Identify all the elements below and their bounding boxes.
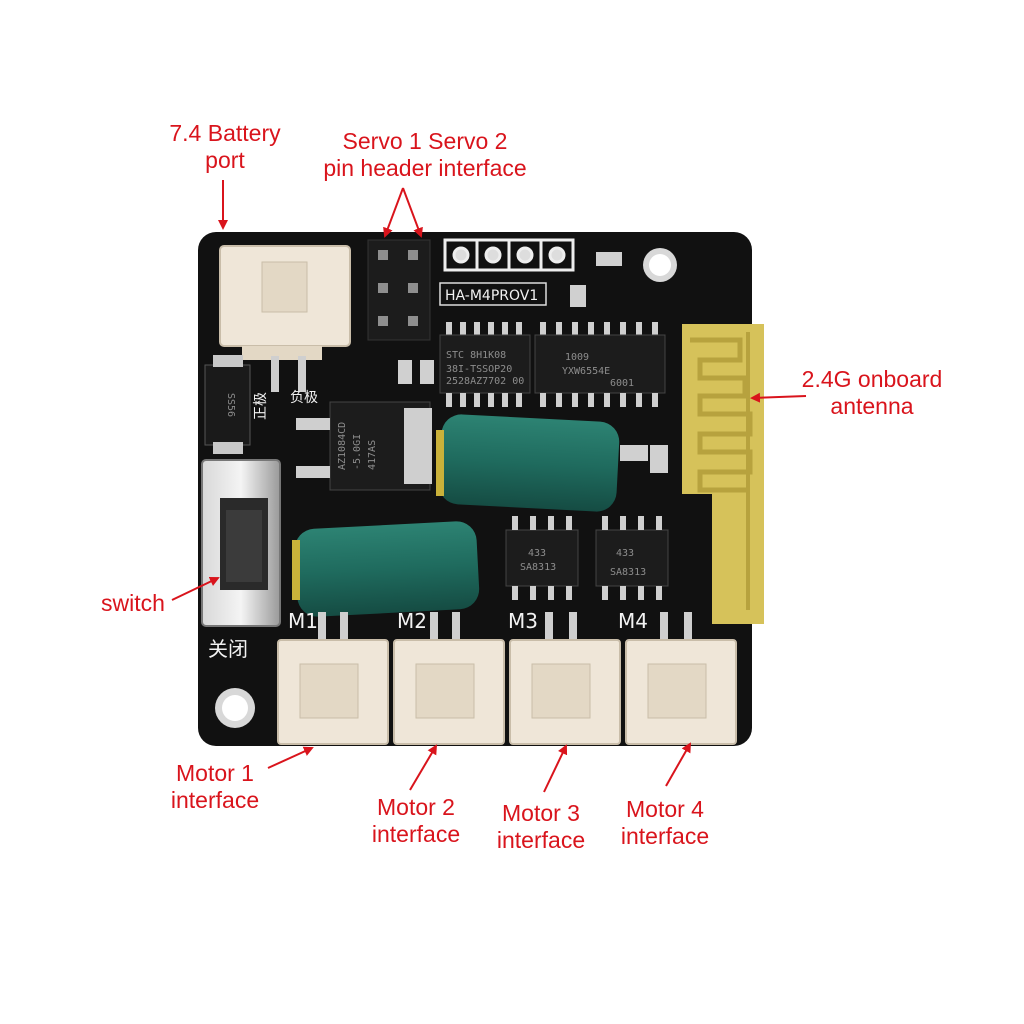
callout-motor3: Motor 3 interface — [481, 800, 601, 854]
regulator-label-3: 417AS — [367, 440, 378, 470]
motor-label-m2: M2 — [397, 609, 427, 633]
callout-battery-line2: port — [205, 147, 245, 173]
mcu-label-3: 2528AZ7702 00 — [446, 376, 524, 387]
voltage-regulator: AZ1084CD -5.0GI 417AS — [296, 401, 432, 491]
chip-pins-top — [446, 322, 658, 336]
mcu-label-2: 38I-TSSOP20 — [446, 364, 512, 375]
motor-driver-chip-2: SA8313 433 — [595, 529, 669, 587]
regulator-label-1: AZ1084CD — [337, 422, 348, 470]
callout-motor4: Motor 4 interface — [605, 796, 725, 850]
silk-positive: 正极 — [253, 392, 269, 420]
callout-motor4-line1: Motor 4 — [626, 796, 704, 822]
callout-motor2: Motor 2 interface — [356, 794, 476, 848]
motor-label-m4: M4 — [618, 609, 648, 633]
callout-battery-line1: 7.4 Battery — [169, 120, 281, 146]
diode-ss56: SS56 — [204, 355, 251, 454]
callout-servo-line1: Servo 1 Servo 2 — [342, 128, 508, 154]
arrow-motor4 — [665, 742, 691, 787]
callout-motor4-line2: interface — [620, 823, 710, 849]
arrow-servo-2 — [402, 187, 423, 238]
arrow-motor3 — [543, 744, 568, 793]
motor-driver-2-label: SA8313 — [610, 567, 646, 578]
callout-motor1-line2: interface — [170, 787, 260, 813]
callout-motor1-line1: Motor 1 — [176, 760, 254, 786]
motor-label-m1: M1 — [288, 609, 318, 633]
mcu-chip: STC 8H1K08 38I-TSSOP20 2528AZ7702 00 — [439, 334, 531, 394]
mcu-label-1: STC 8H1K08 — [446, 350, 506, 361]
callout-motor2-line1: Motor 2 — [377, 794, 455, 820]
callout-servo-header: Servo 1 Servo 2 pin header interface — [298, 128, 552, 182]
callout-motor3-line2: interface — [496, 827, 586, 853]
driver-label-1: 1009 — [565, 352, 589, 363]
callout-motor1: Motor 1 interface — [155, 760, 275, 814]
arrow-antenna — [750, 392, 807, 403]
silk-negative: 负极 — [290, 390, 318, 406]
callout-battery-port: 7.4 Battery port — [150, 120, 300, 174]
callout-antenna: 2.4G onboard antenna — [790, 366, 954, 420]
motor-connector-2 — [393, 612, 505, 745]
top-header-pads — [443, 238, 575, 272]
capacitor-upper — [436, 414, 620, 512]
callout-switch: switch — [88, 590, 178, 617]
battery-connector — [219, 245, 351, 360]
callout-switch-label: switch — [101, 590, 165, 616]
motor-driver-2-code: 433 — [616, 548, 634, 559]
arrow-motor2 — [409, 744, 438, 791]
silk-off: 关闭 — [208, 637, 248, 661]
driver-label-3: 6001 — [610, 378, 634, 389]
callout-motor2-line2: interface — [371, 821, 461, 847]
board-model-label: HA-M4PROV1 — [445, 288, 538, 304]
arrow-switch — [171, 576, 220, 601]
servo-pin-header — [367, 239, 431, 341]
arrow-servo-1 — [383, 187, 404, 238]
callout-antenna-line2: antenna — [830, 393, 914, 419]
motor-connector-3 — [509, 612, 621, 745]
motor-connector-1 — [277, 612, 389, 745]
regulator-label-2: -5.0GI — [352, 434, 363, 470]
diode-label: SS56 — [225, 393, 236, 417]
driver-label-2: YXW6554E — [562, 366, 610, 377]
motor-driver-1-code: 433 — [528, 548, 546, 559]
motor-connector-4 — [625, 612, 737, 745]
driver-chip: 1009 YXW6554E 6001 — [534, 334, 666, 394]
callout-motor3-line1: Motor 3 — [502, 800, 580, 826]
callout-antenna-line1: 2.4G onboard — [801, 366, 943, 392]
callout-servo-line2: pin header interface — [323, 155, 527, 181]
capacitor-lower — [292, 521, 480, 617]
arrow-motor1 — [267, 746, 314, 769]
motor-driver-1-label: SA8313 — [520, 562, 556, 573]
motor-label-m3: M3 — [508, 609, 538, 633]
motor-driver-chip-1: SA8313 433 — [505, 529, 579, 587]
slide-switch — [201, 459, 281, 627]
